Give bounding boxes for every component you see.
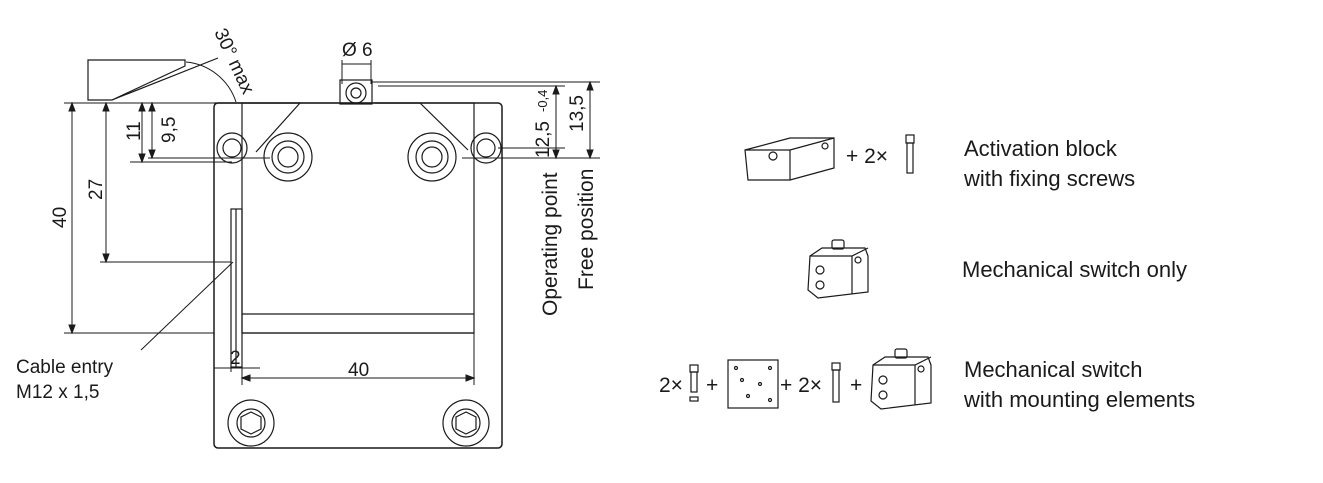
screw-icon-2 [831, 362, 841, 403]
dim-2-label: 2 [230, 348, 241, 369]
dim-27-label: 27 [86, 179, 107, 200]
roller-dimension [341, 60, 372, 84]
angle-annotation [185, 61, 242, 104]
free-position-label: Free position [575, 169, 598, 290]
dimension-lines-right [372, 80, 600, 160]
dim-11-label: 11 [124, 121, 145, 141]
row3-prefix: 2× [659, 374, 683, 397]
row1-quantity: + 2× [846, 145, 888, 168]
row3-plus2: + 2× [780, 374, 822, 397]
dim-40-width-label: 40 [348, 360, 369, 381]
dim-13-5-label: 13,5 [567, 95, 588, 132]
mechanical-switch-description: Mechanical switch only [962, 255, 1187, 285]
cable-entry-label-2: M12 x 1,5 [16, 382, 99, 403]
roller-diameter-label: Ø 6 [342, 40, 373, 61]
operating-point-label: Operating point [539, 172, 562, 316]
activation-block-title: Activation block [964, 136, 1117, 161]
dim-12-5-label: 12,5 [533, 121, 554, 158]
actuator-assembly [87, 57, 469, 153]
activation-block-icon [744, 137, 835, 181]
mechanical-switch-icon [807, 239, 869, 299]
switch-mounting-title: Mechanical switch [964, 357, 1143, 382]
cable-entry-label-1: Cable entry [16, 357, 114, 378]
dim-12-5-tolerance-label: -0,4 [535, 90, 550, 112]
mounting-plate-icon [727, 359, 779, 409]
dim-9-5-label: 9,5 [159, 117, 180, 143]
small-screw-icon [689, 364, 699, 402]
mechanical-switch-title: Mechanical switch only [962, 257, 1187, 282]
dimension-lines-bottom [140, 261, 476, 385]
row3-plus3: + [850, 374, 862, 397]
switch-body-outline [213, 102, 503, 449]
switch-mounting-description: Mechanical switch with mounting elements [964, 355, 1195, 415]
switch-mounting-subtitle: with mounting elements [964, 387, 1196, 412]
dimension-lines-left [64, 101, 270, 335]
switch-with-elements-icon [870, 348, 932, 410]
activation-block-subtitle: with fixing screws [964, 166, 1136, 191]
row3-plus1: + [706, 374, 718, 397]
angle-label: 30° max [209, 25, 258, 98]
dim-40-height-label: 40 [50, 207, 71, 228]
activation-block-description: Activation block with fixing screws [964, 134, 1135, 194]
screw-icon [905, 134, 915, 174]
mounting-holes [216, 132, 502, 447]
